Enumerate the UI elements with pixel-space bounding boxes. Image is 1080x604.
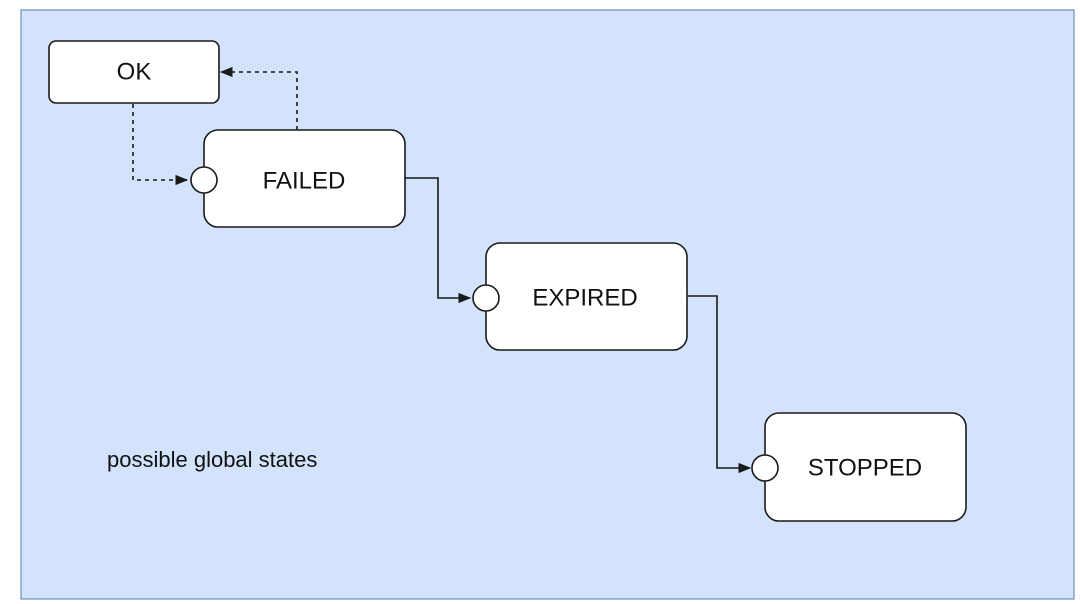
- state-stopped-label: STOPPED: [808, 454, 922, 481]
- state-failed-label: FAILED: [263, 167, 346, 194]
- state-failed[interactable]: FAILED: [190, 129, 406, 228]
- edge-expired-to-stopped: [687, 295, 752, 474]
- diagram-caption: possible global states: [107, 447, 317, 472]
- edge-failed-to-expired: [405, 177, 472, 304]
- state-expired-label: EXPIRED: [532, 284, 637, 311]
- state-ok-label: OK: [117, 58, 152, 85]
- state-expired-entry-port: [472, 284, 500, 312]
- state-expired[interactable]: EXPIRED: [472, 242, 688, 351]
- state-stopped[interactable]: STOPPED: [751, 412, 967, 522]
- edge-ok-to-failed: [132, 104, 189, 186]
- edge-failed-to-ok: [219, 66, 298, 130]
- state-failed-entry-port: [190, 166, 218, 194]
- state-ok-box: [48, 40, 220, 104]
- state-ok[interactable]: OK: [48, 40, 220, 104]
- state-stopped-entry-port: [751, 454, 779, 482]
